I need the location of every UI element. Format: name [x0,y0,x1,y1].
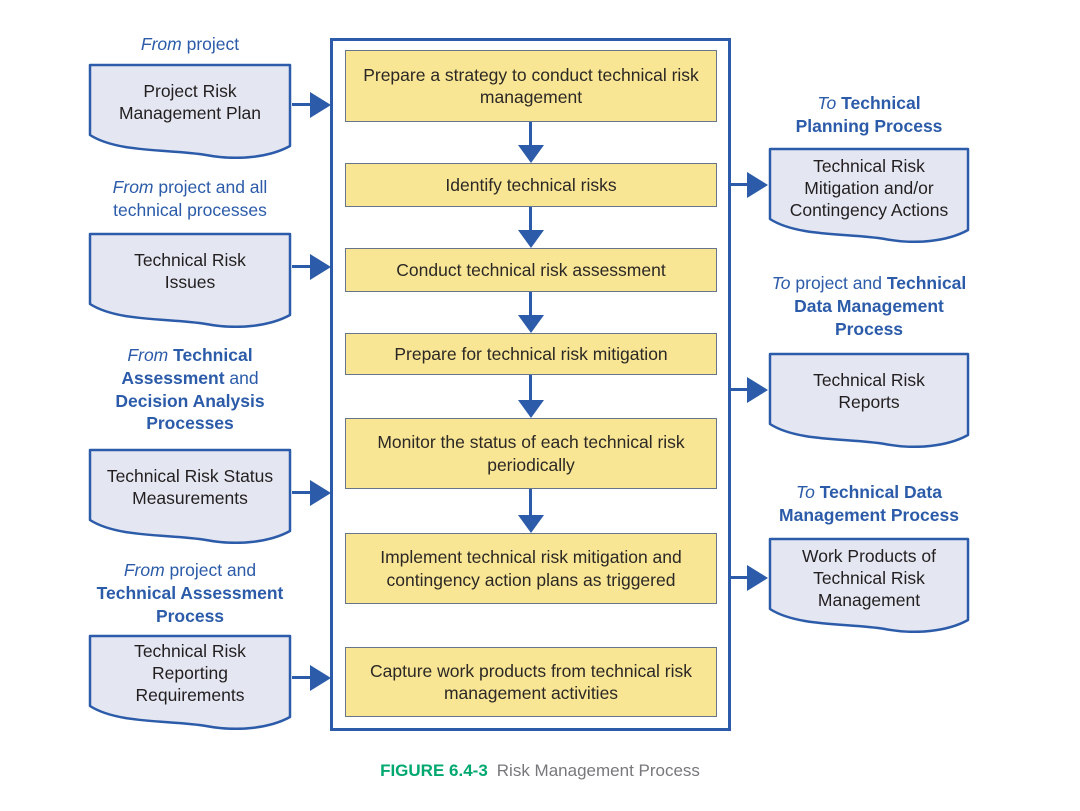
label-part: Technical Data Management Process [794,273,967,339]
process-step-5-text: Monitor the status of each technical ris… [377,432,685,475]
process-step-7-text: Capture work products from technical ris… [370,660,692,703]
label-part: project [181,34,240,54]
input-document-3: Technical Risk Status Measurements [88,448,292,544]
output-destination-label-3: To Technical Data Management Process [763,481,975,527]
label-part: From [123,560,165,580]
document-shape [88,448,292,544]
label-part: project and all technical processes [113,177,268,220]
right-arrow-icon [729,376,768,403]
arrowhead [310,664,331,691]
input-document-2-text: Technical Risk Issues [134,250,246,292]
input-source-label-2: From project and all technical processes [88,176,292,222]
right-arrow-icon [292,91,331,118]
figure-caption-number: FIGURE 6.4-3 [380,761,488,780]
output-document-3: Work Products of Technical Risk Manageme… [768,537,970,633]
input-source-label-3: From Technical Assessment and Decision A… [88,344,292,435]
arrowhead [517,145,544,163]
process-step-2-text: Identify technical risks [445,174,617,195]
label-part: Technical Assessment Process [96,582,284,626]
right-arrow-icon [729,171,768,198]
input-document-4-text: Technical Risk Reporting Requirements [134,641,246,705]
process-step-6-text: Implement technical risk mitigation and … [380,547,682,590]
label-part: From [127,345,169,365]
label-part: Technical Assessment [121,345,253,388]
input-source-label-2-text: From project and all technical processes [102,176,278,222]
right-arrow-icon [729,564,768,591]
right-arrow-icon [292,479,331,506]
arrowhead [747,171,768,198]
arrowhead [310,479,331,506]
output-destination-label-1: To Technical Planning Process [768,92,970,138]
output-destination-label-2: To project and Technical Data Management… [758,272,980,340]
label-part: Decision Analysis Processes [115,390,265,434]
label-part: Technical Planning Process [795,93,943,136]
document-shape [768,147,970,243]
process-step-3-text: Conduct technical risk assessment [396,259,666,280]
input-source-label-1-text: From project [88,33,292,56]
output-destination-label-1-text: To Technical Planning Process [785,92,953,138]
output-destination-label-3-text: To Technical Data Management Process [765,481,973,527]
figure-caption: FIGURE 6.4-3 Risk Management Process [0,761,1080,781]
input-source-label-4: From project and Technical Assessment Pr… [88,559,292,627]
output-document-3-text: Work Products of Technical Risk Manageme… [802,546,936,610]
right-arrow-icon [292,253,331,280]
process-step-2: Identify technical risks [345,163,717,207]
label-part: To [796,482,815,502]
process-step-4: Prepare for technical risk mitigation [345,333,717,375]
document-shape [88,232,292,328]
process-step-6: Implement technical risk mitigation and … [345,533,717,604]
down-arrow-icon [517,122,544,163]
input-document-4: Technical Risk Reporting Requirements [88,634,292,730]
label-part: To [771,273,791,293]
label-part: To [817,93,837,113]
label-part: and [224,367,259,388]
arrowhead [747,376,768,403]
input-document-1-text: Project Risk Management Plan [118,81,262,123]
output-destination-label-2-text: To project and Technical Data Management… [758,272,980,340]
input-document-3-text: Technical Risk Status Measurements [106,466,274,508]
process-step-5: Monitor the status of each technical ris… [345,418,717,489]
label-part: project and [164,560,257,580]
process-step-1: Prepare a strategy to conduct technical … [345,50,717,122]
label-part: Technical Data Management Process [779,482,959,525]
down-arrow-icon [517,489,544,533]
right-arrow-icon [292,664,331,691]
document-shape [88,63,292,159]
input-source-label-3-text: From Technical Assessment and Decision A… [99,344,281,435]
input-source-label-4-text: From project and Technical Assessment Pr… [88,559,292,627]
process-step-1-text: Prepare a strategy to conduct technical … [363,64,699,107]
output-document-1-text: Technical Risk Mitigation and/or Conting… [789,156,949,220]
label-part: From [140,34,182,54]
process-step-7: Capture work products from technical ris… [345,647,717,717]
down-arrow-icon [517,207,544,248]
arrowhead [517,515,544,533]
output-document-2: Technical Risk Reports [768,352,970,448]
process-step-3: Conduct technical risk assessment [345,248,717,292]
process-step-4-text: Prepare for technical risk mitigation [394,343,668,364]
output-document-2-text: Technical Risk Reports [813,370,925,412]
label-part: project and [790,273,887,293]
document-shape [88,634,292,730]
arrowhead [747,564,768,591]
output-document-1: Technical Risk Mitigation and/or Conting… [768,147,970,243]
arrowhead [310,91,331,118]
document-shape [768,537,970,633]
arrowhead [517,315,544,333]
input-document-2: Technical Risk Issues [88,232,292,328]
figure-caption-title: Risk Management Process [496,761,700,780]
arrowhead [517,400,544,418]
document-shape [768,352,970,448]
arrowhead [310,253,331,280]
down-arrow-icon [517,375,544,418]
down-arrow-icon [517,292,544,333]
input-source-label-1: From project [88,33,292,56]
input-document-1: Project Risk Management Plan [88,63,292,159]
arrowhead [517,230,544,248]
label-part: From [112,177,154,197]
